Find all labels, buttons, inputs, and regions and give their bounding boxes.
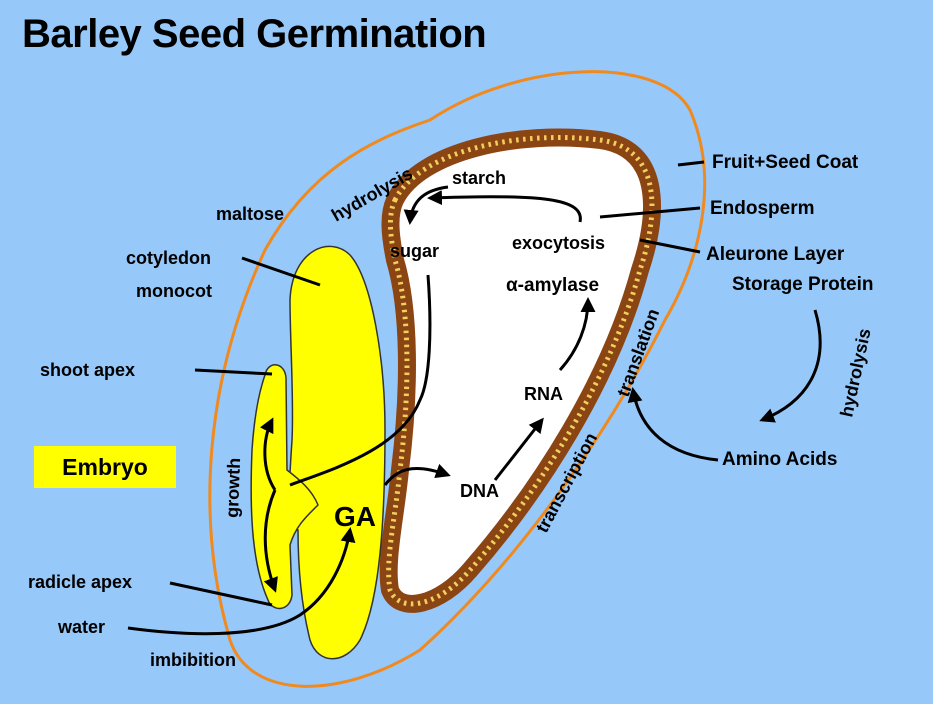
label-imbibition: imbibition bbox=[150, 650, 236, 670]
embryo-label: Embryo bbox=[34, 446, 176, 488]
label-hydrolysis-right: hydrolysis bbox=[836, 327, 874, 419]
label-alpha-amylase: α-amylase bbox=[506, 275, 599, 296]
label-starch: starch bbox=[452, 168, 506, 188]
arrow-amino-acids-translation bbox=[633, 390, 718, 460]
label-ga: GA bbox=[334, 501, 376, 532]
arrow-storage-protein-hydrolysis bbox=[762, 310, 820, 420]
label-cotyledon: cotyledon bbox=[126, 248, 211, 268]
label-water: water bbox=[57, 617, 105, 637]
label-endosperm: Endosperm bbox=[710, 198, 815, 219]
label-growth: growth bbox=[222, 457, 244, 518]
leader-shoot-apex bbox=[195, 370, 272, 374]
label-rna: RNA bbox=[524, 384, 563, 404]
label-amino-acids: Amino Acids bbox=[722, 449, 837, 470]
label-radicle-apex: radicle apex bbox=[28, 572, 132, 592]
label-shoot-apex: shoot apex bbox=[40, 360, 135, 380]
label-dna: DNA bbox=[460, 481, 499, 501]
label-aleurone-layer: Aleurone Layer bbox=[706, 244, 845, 265]
label-monocot: monocot bbox=[136, 281, 212, 301]
label-exocytosis: exocytosis bbox=[512, 233, 605, 253]
label-sugar: sugar bbox=[390, 241, 439, 261]
label-fruit-seed-coat: Fruit+Seed Coat bbox=[712, 152, 859, 173]
label-storage-protein: Storage Protein bbox=[732, 274, 873, 295]
label-maltose: maltose bbox=[216, 204, 284, 224]
leader-fruit-seed-coat bbox=[678, 162, 704, 165]
